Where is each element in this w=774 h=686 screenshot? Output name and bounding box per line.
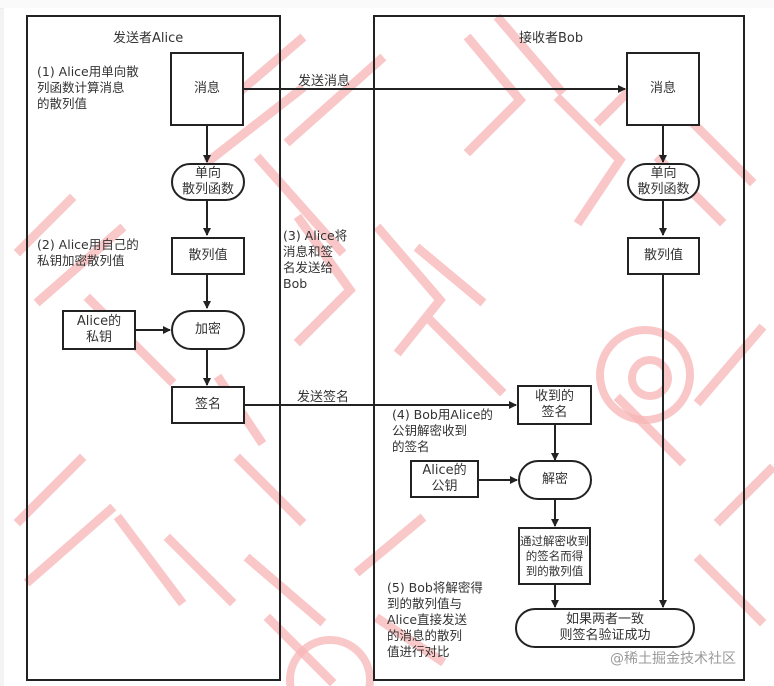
send-signature-label: 发送签名 xyxy=(297,390,350,405)
sender-hash-function: 单向 散列函数 xyxy=(171,163,245,201)
receiver-hash-value-label: 散列值 xyxy=(643,248,683,263)
sender-title: 发送者Alice xyxy=(113,31,184,46)
step2-note: (2) Alice用自己的 私钥加密散列值 xyxy=(37,237,139,268)
decrypted-hash-box: 通过解密收到 的签名而得 到的散列值 xyxy=(518,527,591,585)
credit-watermark: @稀土掘金技术社区 xyxy=(610,651,736,667)
receiver-panel xyxy=(373,15,745,681)
step3-note: (3) Alice将 消息和签 名发送给 Bob xyxy=(283,228,348,291)
public-key-box: Alice的 公钥 xyxy=(410,460,479,498)
public-key-label: Alice的 公钥 xyxy=(422,463,467,494)
receiver-title: 接收者Bob xyxy=(519,31,584,46)
receiver-hash-value-box: 散列值 xyxy=(627,237,700,275)
decrypted-hash-label: 通过解密收到 的签名而得 到的散列值 xyxy=(520,533,589,578)
sender-message-box: 消息 xyxy=(170,52,244,126)
verification-result: 如果两者一致 则签名验证成功 xyxy=(515,608,695,648)
decrypt-label: 解密 xyxy=(541,472,568,487)
encrypt-node: 加密 xyxy=(171,310,245,350)
sender-private-key-label: Alice的 私钥 xyxy=(76,314,122,345)
sender-message-label: 消息 xyxy=(193,81,220,96)
encrypt-label: 加密 xyxy=(194,322,221,337)
step1-note: (1) Alice用单向散 列函数计算消息 的散列值 xyxy=(37,64,139,111)
received-signature-box: 收到的 签名 xyxy=(517,385,592,425)
receiver-message-label: 消息 xyxy=(649,81,676,96)
receiver-hash-function-label: 单向 散列函数 xyxy=(637,166,690,197)
verification-result-label: 如果两者一致 则签名验证成功 xyxy=(559,612,651,643)
sender-private-key-box: Alice的 私钥 xyxy=(62,310,136,350)
step4-note: (4) Bob用Alice的 公钥解密收到 的签名 xyxy=(392,407,493,454)
sender-hash-function-label: 单向 散列函数 xyxy=(181,166,234,197)
sender-hash-value-label: 散列值 xyxy=(188,248,228,263)
sender-hash-value-box: 散列值 xyxy=(171,237,245,275)
step5-note: (5) Bob将解密得 到的散列值与 Alice直接发送 的消息的散列 值进行对… xyxy=(387,580,483,659)
receiver-hash-function: 单向 散列函数 xyxy=(627,163,700,201)
signature-label: 签名 xyxy=(194,397,221,412)
receiver-message-box: 消息 xyxy=(626,52,700,126)
signature-box: 签名 xyxy=(171,386,245,424)
received-signature-label: 收到的 签名 xyxy=(534,389,574,420)
decrypt-node: 解密 xyxy=(518,460,592,500)
sender-panel xyxy=(26,15,281,681)
send-message-label: 发送消息 xyxy=(298,74,351,89)
